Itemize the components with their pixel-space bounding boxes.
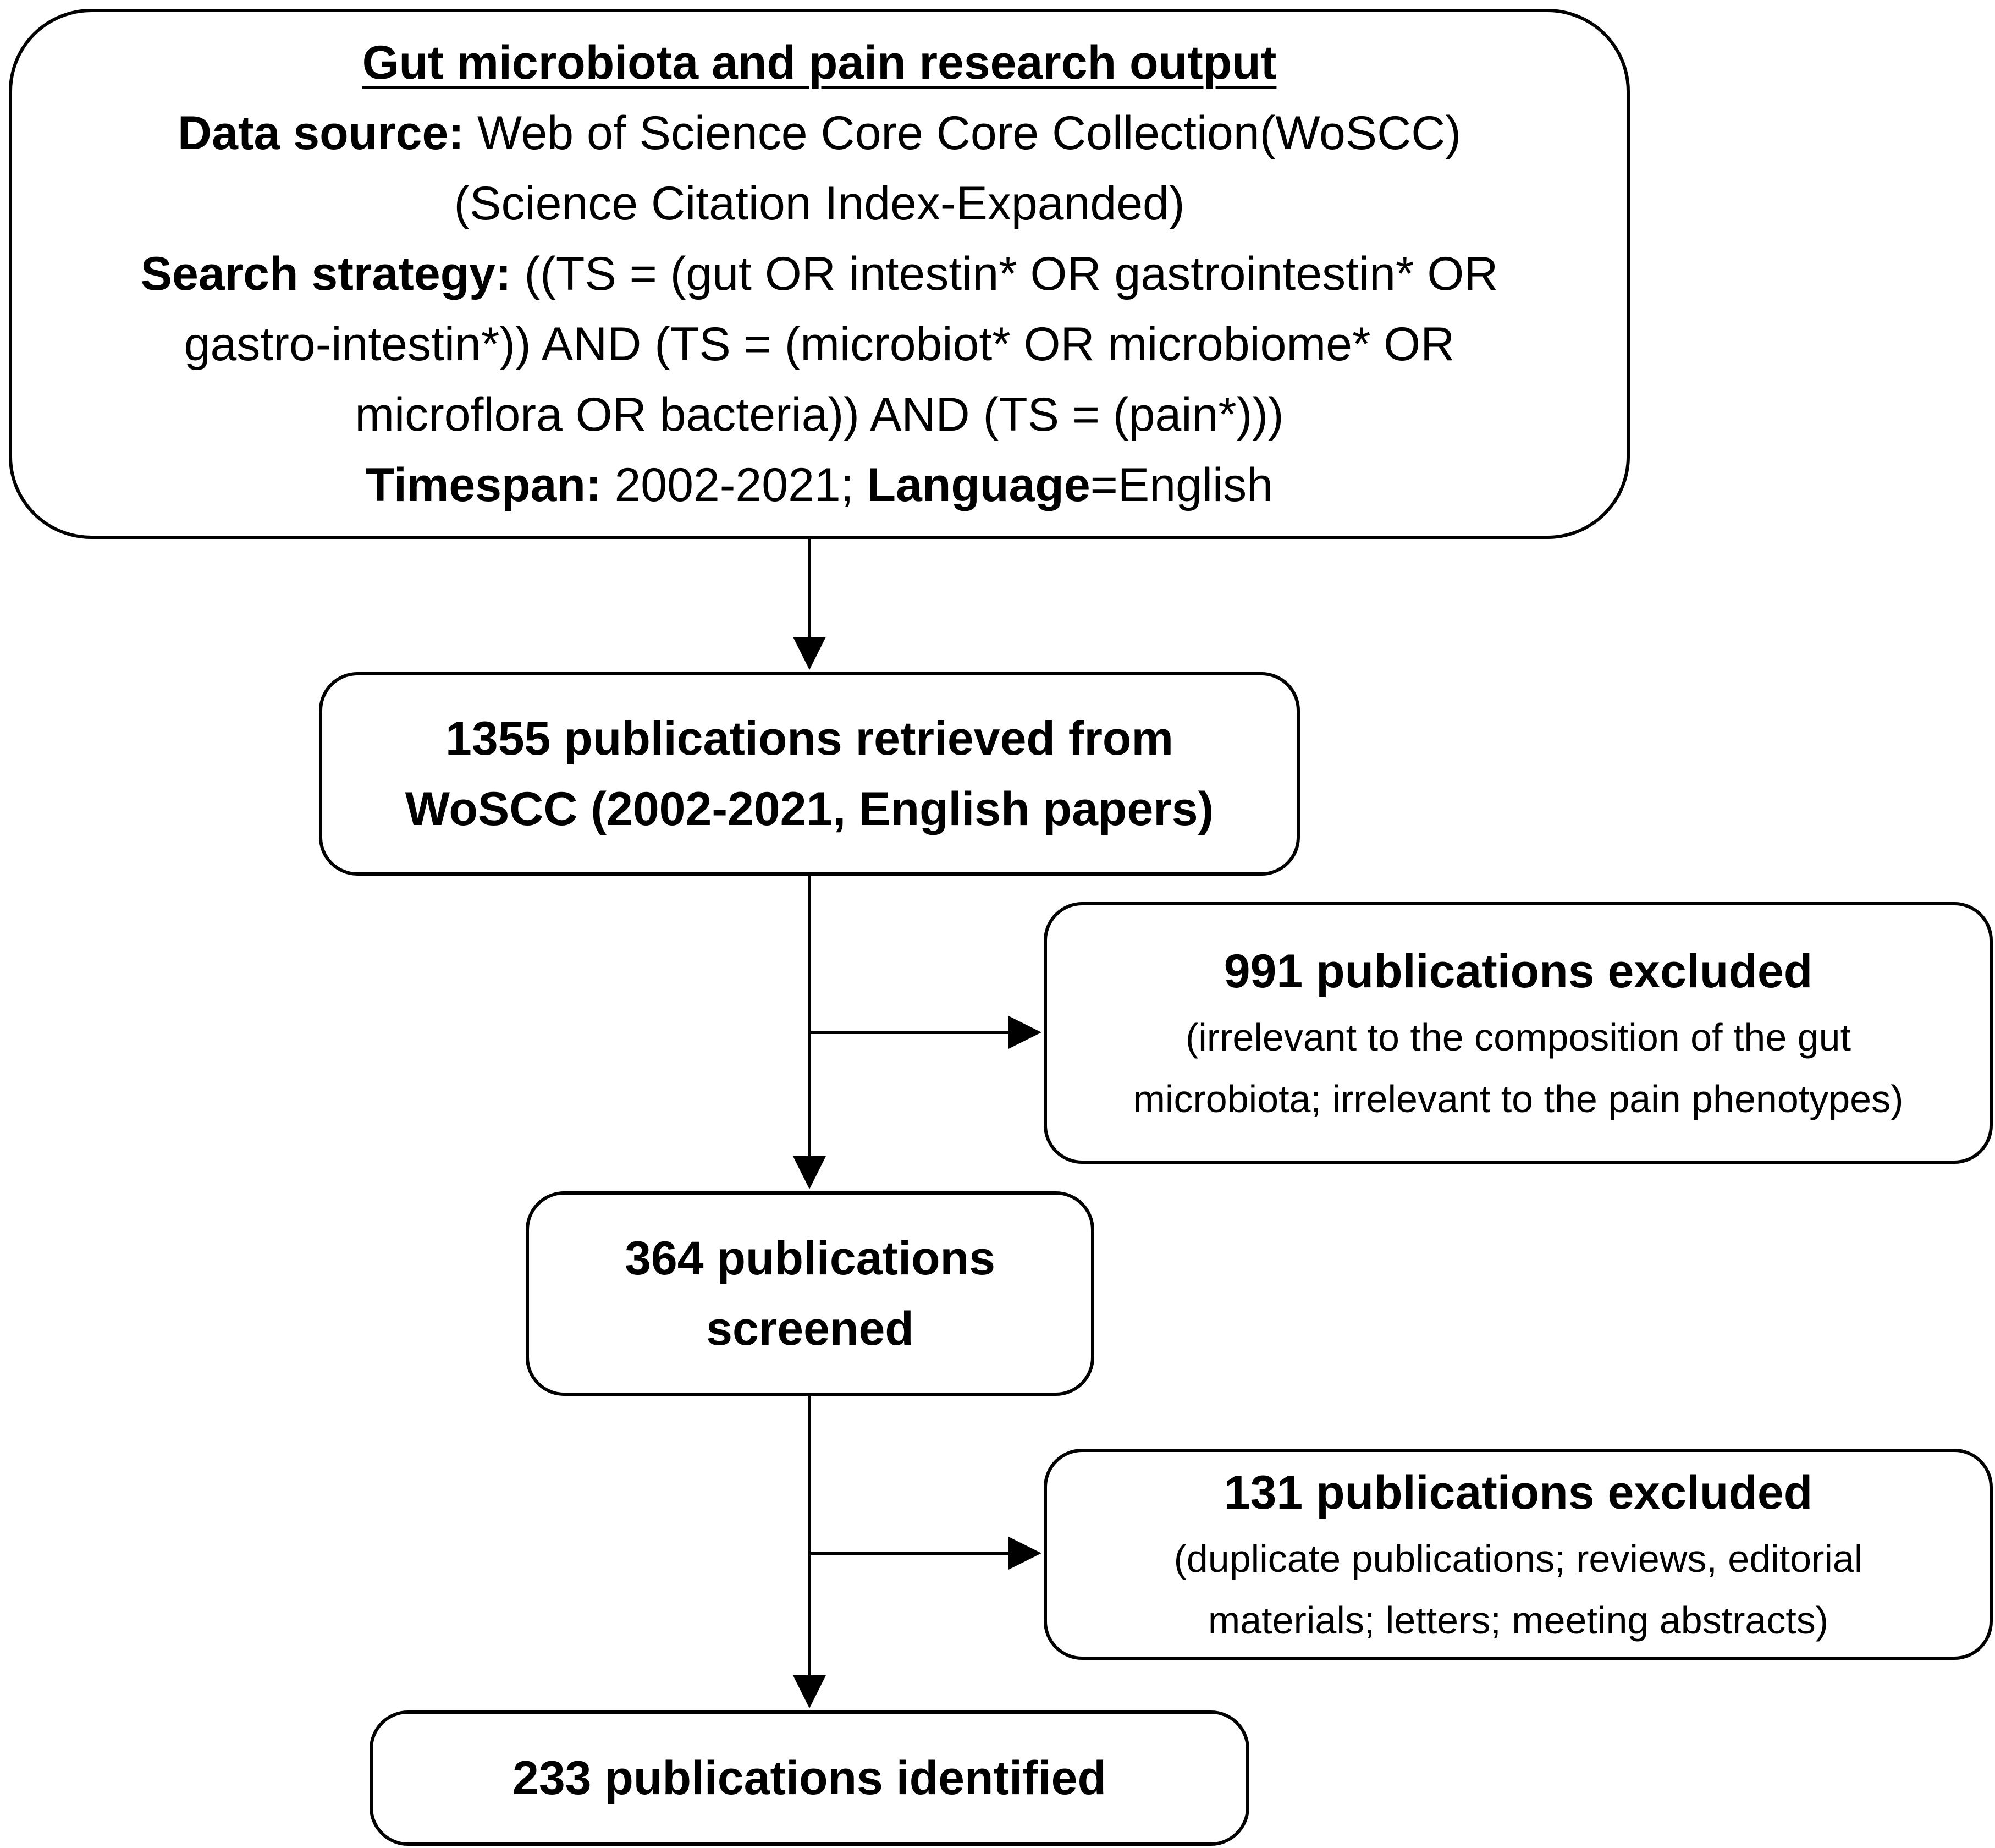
excluded1-detail-2: microbiota; irrelevant to the pain pheno… bbox=[1133, 1077, 1904, 1120]
retrieved-line-2: WoSCC (2002-2021, English papers) bbox=[405, 783, 1214, 835]
identified-node: 233 publications identified bbox=[370, 1711, 1249, 1846]
search-line-2: gastro-intestin*)) AND (TS = (microbiot*… bbox=[184, 318, 1455, 371]
language-value: =English bbox=[1090, 459, 1273, 512]
retrieved-node: 1355 publications retrieved from WoSCC (… bbox=[319, 672, 1300, 876]
timespan-label: Timespan: bbox=[366, 459, 602, 512]
timespan-line: Timespan: 2002-2021; Language=English bbox=[366, 450, 1273, 520]
search-strategy-label: Search strategy: bbox=[140, 248, 511, 300]
data-source-sub: (Science Citation Index-Expanded) bbox=[454, 177, 1185, 230]
excluded2-heading: 131 publications excluded bbox=[1224, 1466, 1813, 1519]
excluded1-detail-1: (irrelevant to the composition of the gu… bbox=[1185, 1016, 1851, 1059]
retrieved-line-1: 1355 publications retrieved from bbox=[445, 712, 1173, 765]
screened-node: 364 publications screened bbox=[526, 1191, 1094, 1396]
data-source-label: Data source: bbox=[177, 107, 464, 160]
excluded1-node: 991 publications excluded (irrelevant to… bbox=[1044, 902, 1993, 1164]
search-line-3: microflora OR bacteria)) AND (TS = (pain… bbox=[355, 388, 1284, 441]
search-line-1: ((TS = (gut OR intestin* OR gastrointest… bbox=[511, 248, 1498, 300]
language-label: Language bbox=[867, 459, 1090, 512]
identified-line-1: 233 publications identified bbox=[512, 1752, 1106, 1805]
data-source-value: Web of Science Core Core Collection(WoSC… bbox=[464, 107, 1462, 160]
excluded1-heading: 991 publications excluded bbox=[1224, 945, 1813, 998]
search-strategy-line: Search strategy: ((TS = (gut OR intestin… bbox=[141, 239, 1498, 309]
excluded2-detail-1: (duplicate publications; reviews, editor… bbox=[1173, 1537, 1863, 1580]
source-title: Gut microbiota and pain research output bbox=[362, 36, 1277, 89]
timespan-value: 2002-2021; bbox=[601, 459, 867, 512]
screened-line-2: screened bbox=[706, 1302, 914, 1355]
screened-line-1: 364 publications bbox=[625, 1232, 995, 1285]
excluded2-node: 131 publications excluded (duplicate pub… bbox=[1044, 1449, 1993, 1660]
excluded2-detail-2: materials; letters; meeting abstracts) bbox=[1208, 1599, 1829, 1642]
source-node: Gut microbiota and pain research output … bbox=[9, 9, 1630, 539]
data-source-line: Data source: Web of Science Core Core Co… bbox=[178, 98, 1461, 168]
